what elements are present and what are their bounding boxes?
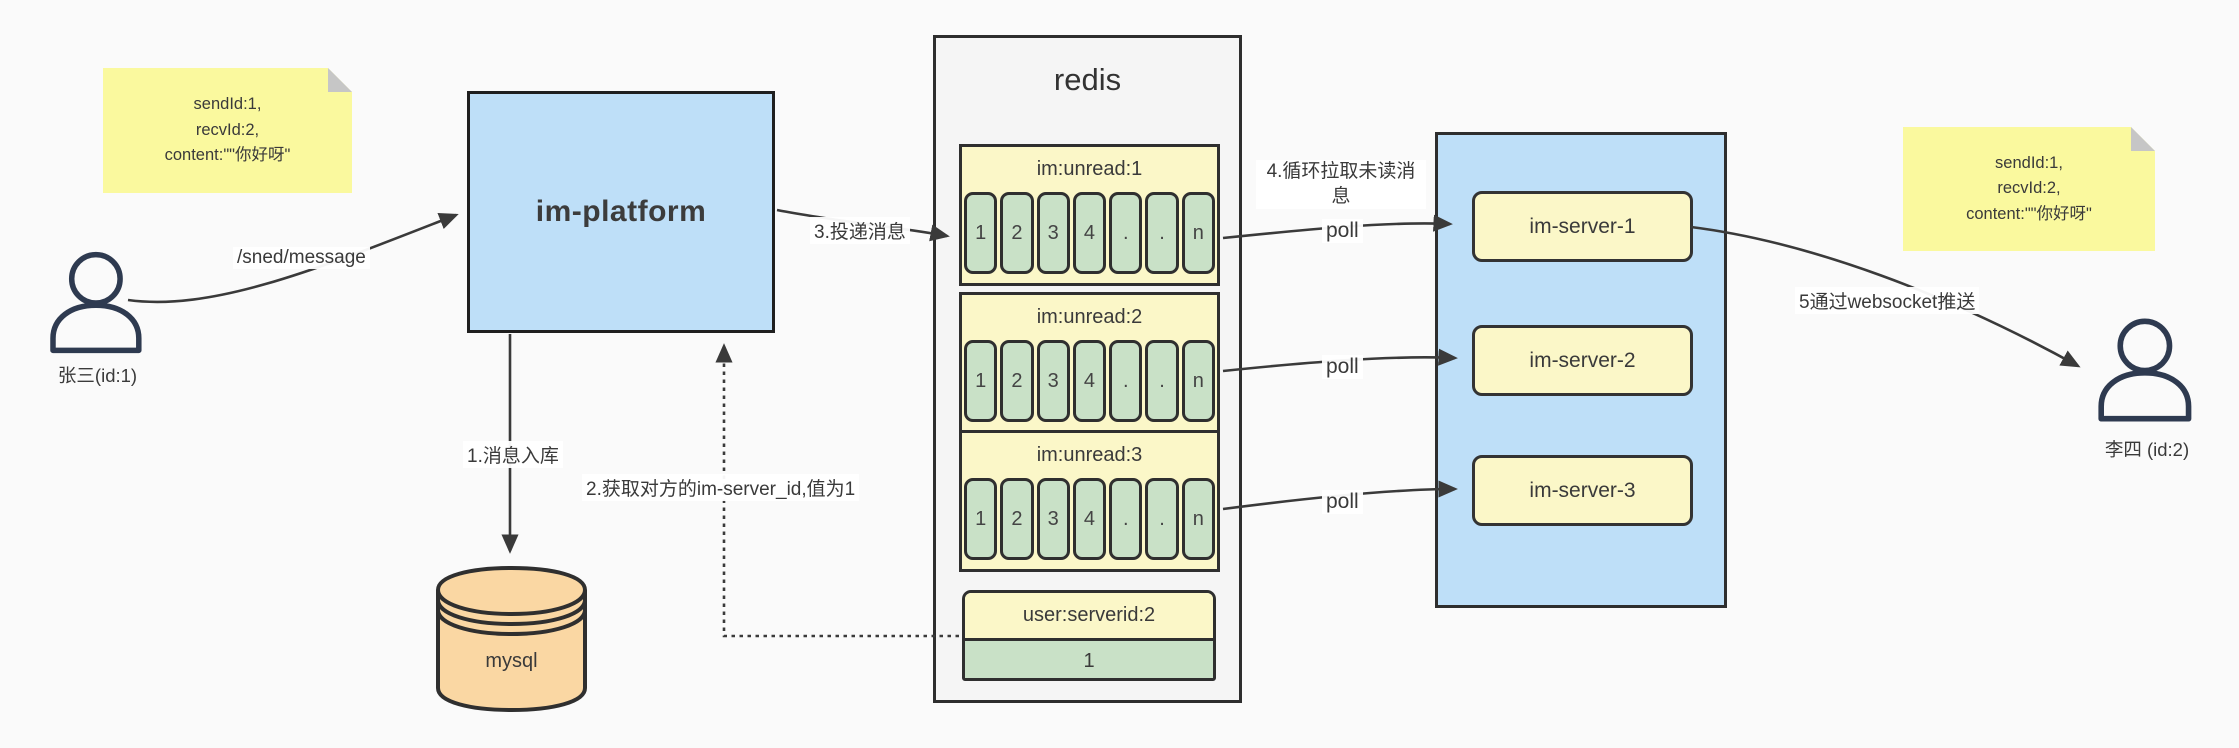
queue-cell: . — [1109, 340, 1143, 422]
mysql-label: mysql — [485, 650, 538, 672]
edge-label-step3: 3.投递消息 — [810, 217, 910, 244]
edge-label-step5: 5通过websocket推送 — [1795, 287, 1980, 314]
im-server-3-label: im-server-3 — [1529, 478, 1636, 502]
queue-cell: 1 — [964, 192, 998, 274]
queue-im-unread-2: im:unread:2 1 2 3 4 . . n — [959, 292, 1220, 434]
edge-label-step4: 4.循环拉取未读消息 — [1256, 160, 1426, 210]
note-left-line1: sendId:1, — [193, 95, 262, 114]
note-right-fold-icon — [2131, 127, 2155, 151]
kv-user-serverid: user:serverid:2 1 — [962, 590, 1216, 681]
edge-label-poll-3: poll — [1322, 490, 1363, 514]
receiver-label: 李四 (id:2) — [2104, 439, 2190, 460]
queue-cell: 4 — [1072, 340, 1107, 422]
redis-title: redis — [1053, 62, 1122, 97]
queue-2-title: im:unread:2 — [1036, 306, 1143, 328]
kv-value: 1 — [965, 641, 1213, 678]
im-server-1-node: im-server-1 — [1472, 191, 1693, 262]
queue-cell: 3 — [1036, 340, 1070, 422]
queue-cell: 1 — [964, 478, 998, 560]
im-platform-node: im-platform — [467, 91, 775, 333]
note-left-line3: content:""你好呀" — [164, 146, 291, 165]
kv-title: user:serverid:2 — [965, 593, 1213, 641]
note-left-line2: recvId:2, — [195, 120, 260, 139]
queue-1-title: im:unread:1 — [1036, 158, 1143, 180]
queue-cell: 2 — [1000, 340, 1034, 422]
redis-container: redis im:unread:1 1 2 3 4 . . n im:unrea… — [933, 35, 1242, 703]
queue-cell: n — [1181, 192, 1215, 274]
im-server-1-label: im-server-1 — [1529, 214, 1636, 238]
queue-cell: 2 — [1000, 478, 1034, 560]
note-right-line1: sendId:1, — [1995, 153, 2063, 172]
queue-cell: . — [1145, 192, 1179, 274]
im-server-2-label: im-server-2 — [1529, 348, 1636, 372]
mysql-cylinder-icon — [436, 565, 587, 713]
queue-im-unread-1: im:unread:1 1 2 3 4 . . n — [959, 144, 1220, 286]
queue-cell: 3 — [1036, 478, 1070, 560]
edge-label-step2: 2.获取对方的im-server_id,值为1 — [582, 474, 860, 501]
note-left-fold-icon — [328, 68, 352, 92]
queue-1-cells: 1 2 3 4 . . n — [964, 192, 1215, 274]
queue-cell: . — [1109, 192, 1143, 274]
queue-cell: . — [1109, 478, 1143, 560]
queue-2-cells: 1 2 3 4 . . n — [964, 340, 1215, 422]
edge-label-step1: 1.消息入库 — [463, 441, 563, 468]
queue-cell: n — [1181, 340, 1215, 422]
edge-label-poll-2: poll — [1322, 355, 1363, 379]
queue-cell: . — [1145, 478, 1179, 560]
queue-cell: 4 — [1072, 192, 1107, 274]
im-server-2-node: im-server-2 — [1472, 325, 1693, 396]
sender-label: 张三(id:1) — [57, 365, 138, 386]
sender-user-icon — [50, 251, 142, 354]
note-right-line2: recvId:2, — [1997, 179, 2061, 198]
edge-label-poll-1: poll — [1322, 219, 1363, 243]
note-right-line3: content:""你好呀" — [1966, 204, 2092, 223]
queue-cell: n — [1181, 478, 1215, 560]
edge-label-send: /sned/message — [233, 247, 370, 269]
queue-cell: 2 — [1000, 192, 1034, 274]
note-left: sendId:1, recvId:2, content:""你好呀" — [103, 68, 352, 193]
im-server-group: im-server-1 im-server-2 im-server-3 — [1435, 132, 1727, 608]
queue-3-title: im:unread:3 — [1036, 444, 1143, 466]
note-right: sendId:1, recvId:2, content:""你好呀" — [1903, 127, 2155, 251]
im-server-3-node: im-server-3 — [1472, 455, 1693, 526]
im-platform-label: im-platform — [535, 195, 707, 228]
queue-cell: 1 — [964, 340, 998, 422]
queue-cell: 4 — [1072, 478, 1107, 560]
receiver-user-icon — [2098, 318, 2192, 422]
queue-cell: 3 — [1036, 192, 1070, 274]
queue-cell: . — [1145, 340, 1179, 422]
queue-im-unread-3: im:unread:3 1 2 3 4 . . n — [959, 430, 1220, 572]
queue-3-cells: 1 2 3 4 . . n — [964, 478, 1215, 560]
